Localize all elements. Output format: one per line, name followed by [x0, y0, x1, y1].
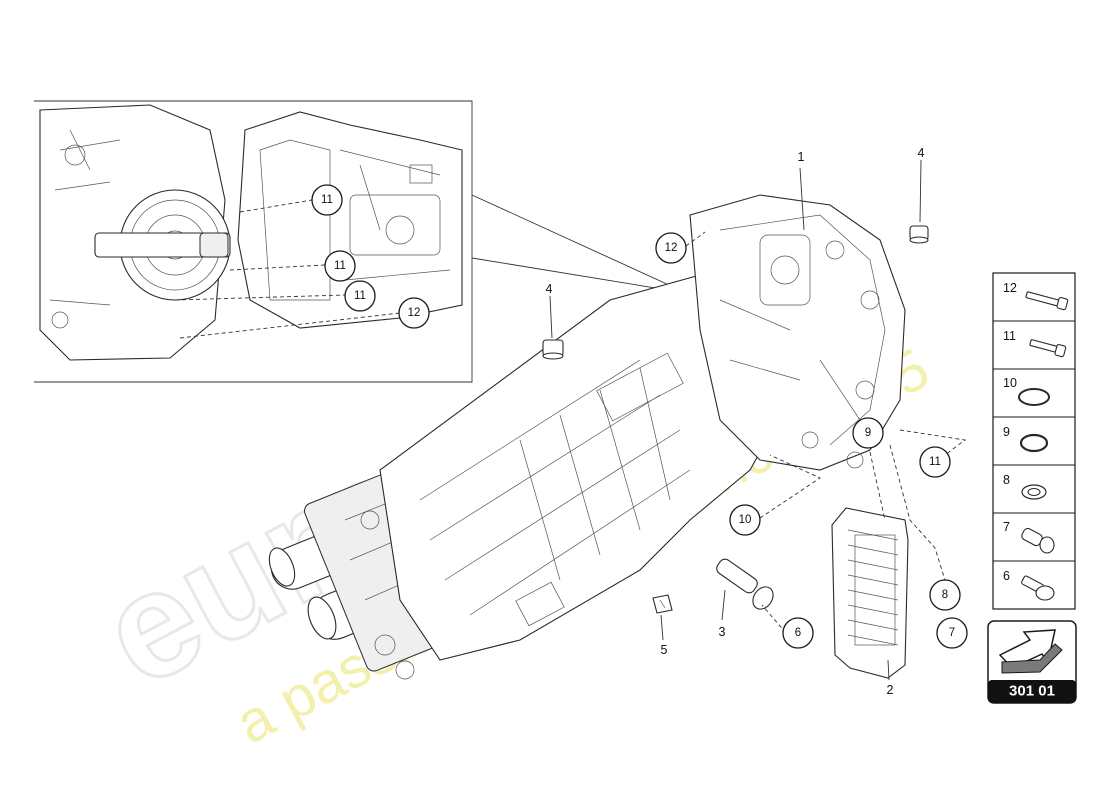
label-4-right: 4	[918, 146, 925, 160]
svg-text:11: 11	[321, 194, 333, 206]
label-5: 5	[661, 643, 668, 657]
callout-11-inset-a: 11	[311, 184, 343, 216]
legend-row-8: 8	[1003, 473, 1047, 500]
callout-11-inset-b: 11	[324, 250, 356, 282]
bellhousing-main	[689, 194, 906, 471]
callout-7: 7	[936, 617, 968, 649]
bolt-long-icon	[1025, 291, 1069, 311]
connector-5	[652, 594, 673, 614]
callout-8: 8	[929, 579, 961, 611]
reference-box: 301 01	[987, 620, 1077, 704]
svg-text:8: 8	[942, 589, 948, 601]
legend-row-7: 7	[1003, 520, 1055, 554]
callout-12-main: 12	[655, 232, 687, 264]
inset-pointer-upper	[471, 194, 681, 291]
svg-text:9: 9	[1003, 425, 1010, 439]
legend-row-9: 9	[1003, 425, 1049, 453]
breather-cap-4-right	[909, 225, 929, 244]
reference-code: 301 01	[1009, 683, 1055, 700]
legend-row-10: 10	[1003, 376, 1050, 406]
svg-text:8: 8	[1003, 473, 1010, 487]
hollow-bolt-icon	[1021, 527, 1055, 554]
label-2: 2	[887, 683, 894, 697]
bellhousing-drawing	[237, 111, 463, 329]
callout-9: 9	[852, 417, 884, 449]
oil-cooler-2	[831, 507, 909, 679]
legend-row-12: 12	[1003, 281, 1069, 311]
svg-text:12: 12	[408, 307, 421, 319]
parts-legend: 12 11 10 9 8	[992, 272, 1076, 610]
clutch-assembly-drawing	[39, 104, 231, 361]
svg-text:12: 12	[1003, 281, 1017, 295]
svg-text:10: 10	[1003, 376, 1017, 390]
svg-text:9: 9	[865, 427, 871, 439]
gearbox-assembly-drawing	[268, 194, 906, 680]
svg-text:11: 11	[354, 290, 366, 302]
svg-text:6: 6	[1003, 569, 1010, 583]
washer-icon	[1021, 484, 1047, 500]
svg-text:7: 7	[949, 627, 955, 639]
breather-cap-4-left	[542, 339, 564, 360]
callout-12-inset: 12	[398, 297, 430, 329]
svg-text:10: 10	[739, 514, 752, 526]
flange-bolt-icon	[1021, 575, 1055, 601]
svg-text:6: 6	[795, 627, 801, 639]
callout-11-main: 11	[919, 446, 951, 478]
hollow-bolt-3	[716, 558, 774, 610]
label-3: 3	[719, 625, 726, 639]
bolt-short-icon	[1029, 339, 1067, 358]
detail-inset: 11 11 11 12	[34, 100, 681, 383]
callout-11-inset-c: 11	[344, 280, 376, 312]
inset-pointer-lower	[471, 257, 681, 293]
callout-6: 6	[782, 617, 814, 649]
callout-10: 10	[729, 504, 761, 536]
legend-row-6: 6	[1003, 569, 1055, 601]
seal-ring-large-icon	[1018, 388, 1050, 406]
label-4-left: 4	[546, 282, 553, 296]
svg-text:11: 11	[334, 260, 346, 272]
arrow-icon	[998, 629, 1063, 674]
svg-text:12: 12	[665, 242, 678, 254]
inset-frame	[34, 100, 473, 383]
label-1: 1	[798, 150, 805, 164]
svg-text:11: 11	[1003, 329, 1016, 343]
seal-ring-medium-icon	[1019, 433, 1049, 453]
svg-text:7: 7	[1003, 520, 1010, 534]
svg-text:11: 11	[929, 456, 941, 468]
legend-row-11: 11	[1003, 329, 1067, 358]
